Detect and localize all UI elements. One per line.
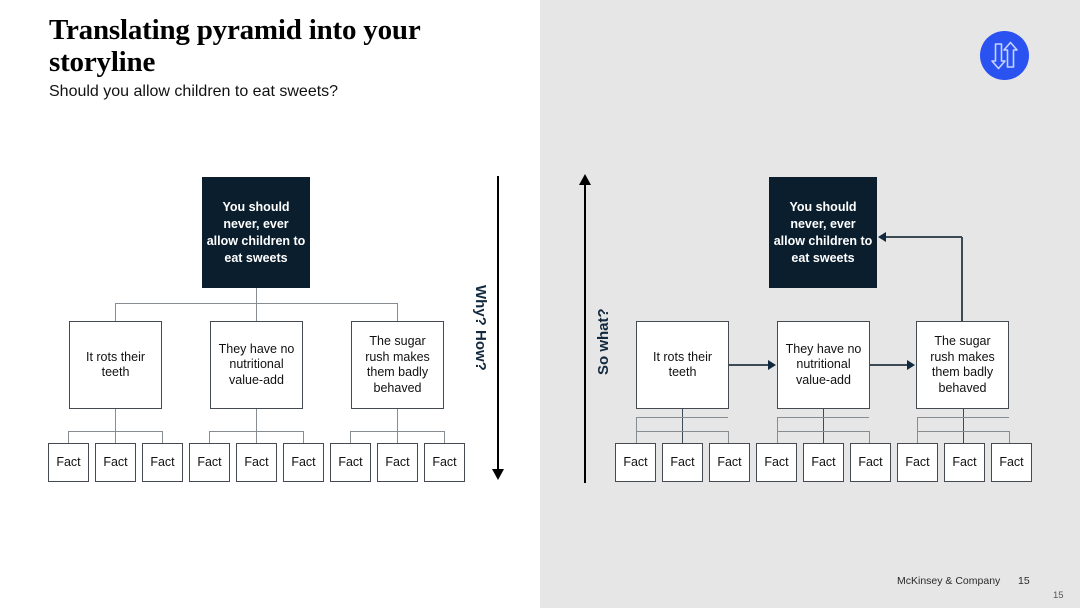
right-level2-box-1: It rots their teeth bbox=[636, 321, 729, 409]
corner-page-number: 15 bbox=[1053, 590, 1064, 601]
left-axis-line bbox=[497, 176, 499, 471]
left-axis-arrowhead-down bbox=[492, 469, 504, 480]
left-g2-drop-1 bbox=[209, 431, 210, 443]
left-g2-drop-2 bbox=[256, 431, 257, 443]
left-level2-box-3: The sugar rush makes them badly behaved bbox=[351, 321, 444, 409]
left-g1-drop-2 bbox=[115, 431, 116, 443]
right-fact-9: Fact bbox=[991, 443, 1032, 482]
left-fact-1: Fact bbox=[48, 443, 89, 482]
right-fact-6: Fact bbox=[850, 443, 891, 482]
right-g3-drop-3 bbox=[1009, 431, 1010, 443]
right-g1-bus-upper bbox=[636, 417, 728, 418]
left-fact-6: Fact bbox=[283, 443, 324, 482]
left-g2-drop-3 bbox=[303, 431, 304, 443]
right-feedback-arrowhead bbox=[878, 232, 886, 242]
page-title: Translating pyramid into your storyline bbox=[49, 14, 420, 78]
left-panel-background bbox=[0, 0, 540, 608]
left-level2-drop-2 bbox=[256, 303, 257, 321]
right-feedback-arrow-horizontal bbox=[886, 236, 962, 238]
right-flow-arrow-2 bbox=[870, 364, 908, 366]
left-level2-box-2: They have no nutritional value-add bbox=[210, 321, 303, 409]
left-fact-3: Fact bbox=[142, 443, 183, 482]
right-flow-arrowhead-2 bbox=[907, 360, 915, 370]
right-g2-stem bbox=[823, 409, 824, 443]
left-g3-stem bbox=[397, 409, 398, 431]
page-subtitle: Should you allow children to eat sweets? bbox=[49, 83, 339, 100]
left-fact-8: Fact bbox=[377, 443, 418, 482]
left-fact-7: Fact bbox=[330, 443, 371, 482]
left-g1-drop-3 bbox=[162, 431, 163, 443]
right-level2-box-3: The sugar rush makes them badly behaved bbox=[916, 321, 1009, 409]
right-fact-1: Fact bbox=[615, 443, 656, 482]
right-fact-2: Fact bbox=[662, 443, 703, 482]
left-fact-5: Fact bbox=[236, 443, 277, 482]
right-fact-5: Fact bbox=[803, 443, 844, 482]
right-feedback-arrow-vertical bbox=[961, 237, 963, 321]
right-flow-arrowhead-1 bbox=[768, 360, 776, 370]
footer-page-number: 15 bbox=[1018, 575, 1030, 587]
right-axis-line bbox=[584, 176, 586, 483]
left-fact-9: Fact bbox=[424, 443, 465, 482]
left-g3-drop-1 bbox=[350, 431, 351, 443]
left-fact-2: Fact bbox=[95, 443, 136, 482]
right-fact-4: Fact bbox=[756, 443, 797, 482]
right-g2-drop-3 bbox=[869, 431, 870, 443]
right-g1-stem bbox=[682, 409, 683, 443]
right-g3-drop-1 bbox=[917, 417, 918, 443]
right-fact-7: Fact bbox=[897, 443, 938, 482]
left-fact-4: Fact bbox=[189, 443, 230, 482]
right-g3-bus-lower bbox=[917, 431, 1009, 432]
right-g1-bus-lower bbox=[636, 431, 728, 432]
right-fact-3: Fact bbox=[709, 443, 750, 482]
left-g3-drop-3 bbox=[444, 431, 445, 443]
right-g2-drop-1 bbox=[777, 417, 778, 443]
right-g3-stem bbox=[963, 409, 964, 443]
up-down-arrows-icon[interactable] bbox=[980, 31, 1029, 80]
left-g2-stem bbox=[256, 409, 257, 431]
right-flow-arrow-1 bbox=[729, 364, 769, 366]
right-fact-8: Fact bbox=[944, 443, 985, 482]
left-g1-stem bbox=[115, 409, 116, 431]
right-top-box: You should never, ever allow children to… bbox=[769, 177, 877, 288]
right-axis-arrowhead-up bbox=[579, 174, 591, 185]
right-g3-bus-upper bbox=[917, 417, 1009, 418]
right-g1-drop-3 bbox=[728, 431, 729, 443]
right-g1-drop-1 bbox=[636, 417, 637, 443]
left-level2-drop-3 bbox=[397, 303, 398, 321]
right-g2-bus-upper bbox=[777, 417, 869, 418]
right-axis-label: So what? bbox=[595, 308, 612, 375]
right-g2-bus-lower bbox=[777, 431, 869, 432]
left-g1-drop-1 bbox=[68, 431, 69, 443]
left-axis-label: Why? How? bbox=[472, 285, 489, 371]
footer-brand: McKinsey & Company bbox=[897, 575, 1001, 587]
left-level2-box-1: It rots their teeth bbox=[69, 321, 162, 409]
left-g3-drop-2 bbox=[397, 431, 398, 443]
left-top-box: You should never, ever allow children to… bbox=[202, 177, 310, 288]
right-panel-background bbox=[540, 0, 1080, 608]
left-top-stem bbox=[256, 288, 257, 304]
left-level2-drop-1 bbox=[115, 303, 116, 321]
right-level2-box-2: They have no nutritional value-add bbox=[777, 321, 870, 409]
